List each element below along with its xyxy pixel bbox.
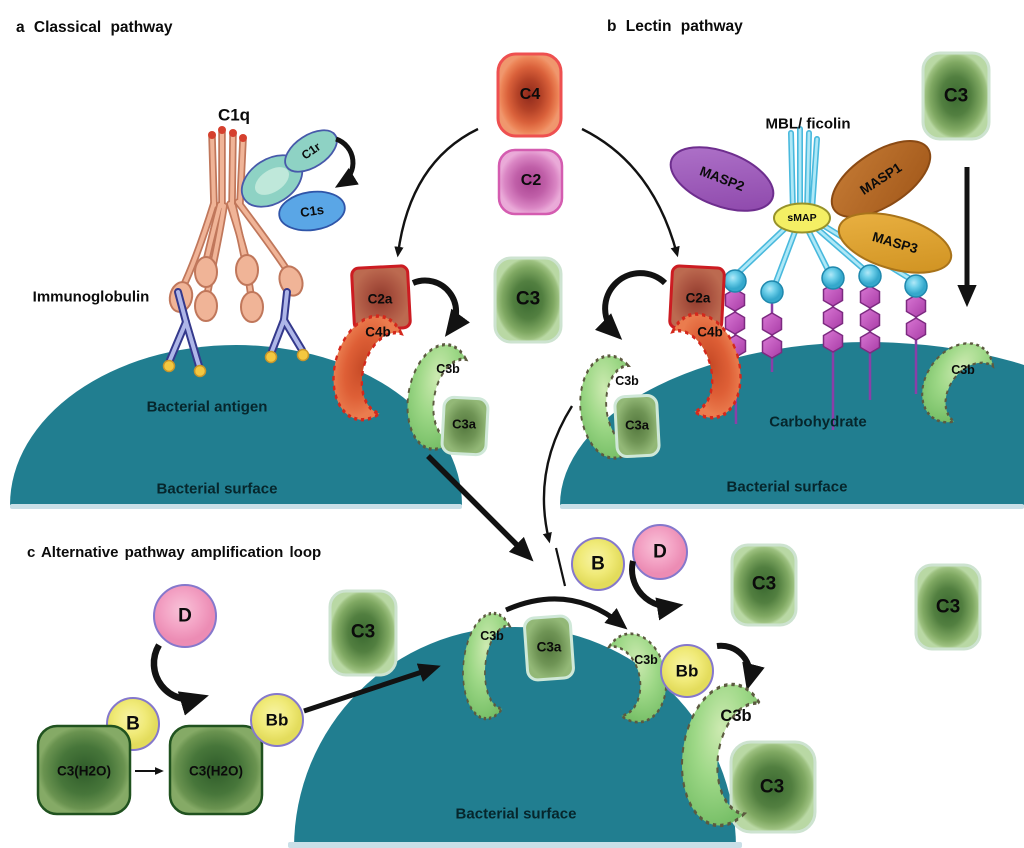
arrow-c1r-to-c1s xyxy=(334,136,359,188)
label-bacterial-antigen: Bacterial antigen xyxy=(146,398,268,416)
label-c3a-c: C3a xyxy=(536,639,562,655)
label-c3h2o-1: C3(H2O) xyxy=(56,763,112,779)
bacterial-cell-c xyxy=(288,627,742,848)
label-mbl-ficolin: MBL/ ficolin xyxy=(765,115,851,133)
c3-molecule-c-mid xyxy=(730,543,798,627)
label-factor-d-right: D xyxy=(653,541,667,563)
c1r-ellipse xyxy=(284,129,338,173)
factor-bb-left xyxy=(250,693,304,747)
label-c3b-right: C3b xyxy=(951,362,975,377)
masp3-ellipse xyxy=(837,212,953,274)
label-c3b-a: C3b xyxy=(436,361,460,376)
label-c2: C2 xyxy=(520,172,542,189)
label-immunoglobulin: Immunoglobulin xyxy=(32,288,150,306)
label-c3-c-mid: C3 xyxy=(751,573,777,595)
c4-molecule xyxy=(496,52,563,138)
label-factor-d-left: D xyxy=(178,605,192,627)
label-c4: C4 xyxy=(519,86,541,103)
c3-molecule-b xyxy=(921,51,991,141)
label-bacterial-surface-a: Bacterial surface xyxy=(156,480,278,498)
arrow-factor-d-right xyxy=(629,560,684,621)
label-c3b-b: C3b xyxy=(615,373,639,388)
masp1-ellipse xyxy=(830,140,932,218)
label-c3-c-right: C3 xyxy=(935,596,961,618)
factor-d-right xyxy=(632,524,688,580)
c3-molecule-a xyxy=(493,256,563,344)
c3-molecule-c-bottom xyxy=(729,740,817,834)
carbohydrate-stacks xyxy=(724,283,927,430)
label-c2a-b: C2a xyxy=(685,290,711,306)
c1r-c1s-proteases xyxy=(240,129,346,232)
label-c4b-b: C4b xyxy=(697,324,723,340)
c3a-fragment-c xyxy=(523,614,575,682)
arrow-c3b-to-convertase xyxy=(504,596,628,630)
immunoglobulin-antibody-2 xyxy=(264,288,310,364)
label-c3b-c1: C3b xyxy=(480,628,504,643)
c3a-fragment-b xyxy=(613,393,661,459)
panel-b-title: b Lectin pathway xyxy=(607,18,743,35)
label-smap: sMAP xyxy=(787,211,817,224)
label-factor-b-right: B xyxy=(591,553,605,575)
factor-b-right xyxy=(571,537,625,591)
panel-c-title: c Alternative pathway amplification loop xyxy=(27,544,322,561)
arrow-c3-cleave-a xyxy=(411,277,470,337)
label-factor-bb-left: Bb xyxy=(265,710,289,730)
c2a-c4b-convertase-a xyxy=(320,264,412,427)
c2a-c4b-convertase-b xyxy=(668,264,754,425)
label-c3b-c2: C3b xyxy=(634,652,658,667)
label-bacterial-surface-c: Bacterial surface xyxy=(455,805,577,823)
factor-bb-right xyxy=(660,644,714,698)
masp2-ellipse xyxy=(669,146,775,212)
label-c3a-a: C3a xyxy=(452,416,476,432)
bacterial-cell-b xyxy=(560,342,1024,509)
arrow-lectin-to-loop-tail xyxy=(554,547,567,587)
c2-molecule xyxy=(497,148,564,216)
c3h2o-molecule-2 xyxy=(168,724,264,816)
c3h2o-molecule-1 xyxy=(36,724,132,816)
c1q-complex xyxy=(168,126,304,323)
label-c1q: C1q xyxy=(217,105,251,125)
label-factor-b-left: B xyxy=(126,713,140,735)
c3-molecule-c-left xyxy=(328,589,398,677)
label-c3-a: C3 xyxy=(515,288,541,310)
arrow-c3-cleave-b xyxy=(595,270,668,340)
arrow-amplification xyxy=(716,642,765,691)
label-c3-b: C3 xyxy=(943,85,969,107)
label-c1s: C1s xyxy=(299,201,325,221)
arrow-lectin-to-loop xyxy=(542,405,574,544)
immunoglobulin-antibody-1 xyxy=(162,288,207,378)
label-c4b-a: C4b xyxy=(365,324,391,340)
c3-molecule-c-right xyxy=(914,563,982,651)
arrow-c4c2-to-classical xyxy=(394,127,479,258)
arrow-classical-to-loop xyxy=(426,454,534,562)
label-c3-c-left: C3 xyxy=(350,621,376,643)
arrow-factor-d-left xyxy=(150,643,209,716)
label-c2a-a: C2a xyxy=(367,291,393,307)
label-c3b-big: C3b xyxy=(720,706,752,725)
label-factor-bb-right: Bb xyxy=(675,661,699,681)
label-c3-c-bottom: C3 xyxy=(759,776,785,798)
factor-d-left xyxy=(153,584,217,648)
arrow-c4c2-to-lectin xyxy=(581,127,680,258)
label-carbohydrate: Carbohydrate xyxy=(769,413,867,431)
c3a-fragment-a xyxy=(440,395,490,457)
label-c3h2o-2: C3(H2O) xyxy=(188,763,244,779)
arrow-fluid-convertase-to-surface xyxy=(303,663,441,714)
label-c3a-b: C3a xyxy=(625,417,649,433)
panel-a-title: a Classical pathway xyxy=(16,19,173,36)
smap-ellipse xyxy=(773,202,831,234)
label-bacterial-surface-b: Bacterial surface xyxy=(726,478,848,496)
c1s-ellipse xyxy=(278,190,346,232)
